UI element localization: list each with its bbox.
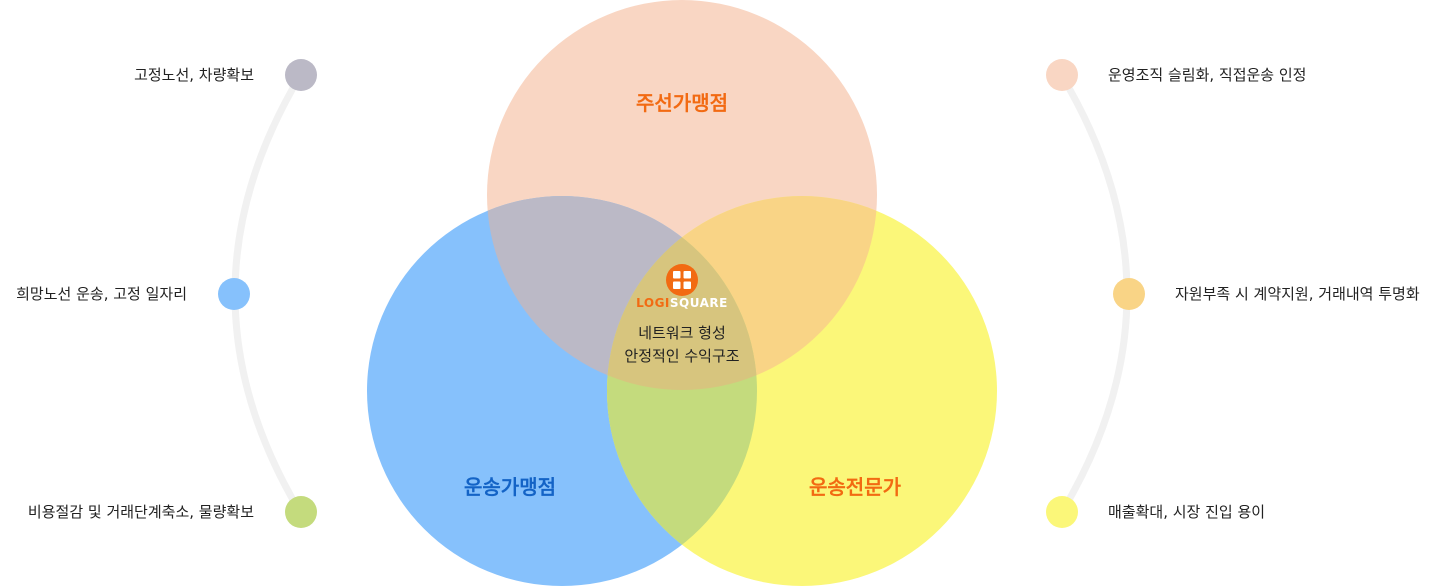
left-point-dot — [218, 278, 250, 310]
circle-left-label: 운송가맹점 — [464, 475, 556, 499]
left-point-label: 비용절감 및 거래단계축소, 물량확보 — [28, 503, 254, 521]
right-point-label: 운영조직 슬림화, 직접운송 인정 — [1108, 66, 1306, 84]
center-text-line2: 안정적인 수익구조 — [624, 347, 739, 365]
left-point-dot — [285, 496, 317, 528]
circle-top-label: 주선가맹점 — [636, 91, 728, 115]
circle-right-label: 운송전문가 — [809, 475, 902, 499]
right-point-dot — [1046, 59, 1078, 91]
overlap-center — [607, 196, 757, 390]
logisquare-logo: LOGISQUARE — [636, 264, 728, 310]
center-text-line1: 네트워크 형성 — [638, 324, 726, 342]
left-point-label: 희망노선 운송, 고정 일자리 — [16, 285, 187, 303]
left-point-dot — [285, 59, 317, 91]
right-point-dot — [1113, 278, 1145, 310]
left-point-label: 고정노선, 차량확보 — [134, 66, 254, 84]
logo-text-logi: LOGI — [636, 296, 670, 310]
logo-icon — [666, 264, 698, 296]
svg-text:LOGISQUARE: LOGISQUARE — [636, 296, 728, 310]
right-point-label: 자원부족 시 계약지원, 거래내역 투명화 — [1175, 285, 1420, 303]
right-point-label: 매출확대, 시장 진입 용이 — [1108, 503, 1265, 521]
logo-text-square: SQUARE — [670, 296, 728, 310]
right-point-dot — [1046, 496, 1078, 528]
